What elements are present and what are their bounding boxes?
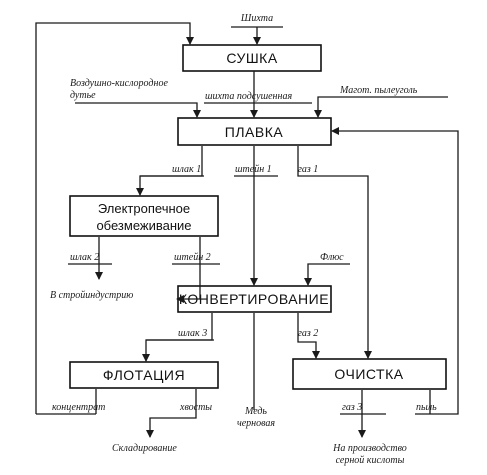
label-air-blast-2: дутье — [70, 90, 96, 101]
arrow-gas-1 — [297, 146, 372, 359]
arrow-flux — [304, 263, 350, 286]
node-electro-label-1: Электропечное — [98, 201, 190, 216]
node-drying: СУШКА — [182, 44, 322, 72]
label-prepared-charge: шихта подсушенная — [205, 91, 292, 102]
node-electro-label-2: обезмеживание — [96, 218, 191, 233]
node-flotation-label: ФЛОТАЦИЯ — [103, 367, 185, 383]
node-cleaning: ОЧИСТКА — [292, 358, 447, 390]
label-matte-2: штейн 2 — [174, 252, 211, 263]
node-electro: Электропечное обезмеживание — [69, 195, 219, 237]
label-air-blast-1: Воздушно-кислородное — [70, 78, 168, 89]
arrow-tailings — [146, 389, 197, 438]
arrow-air-blast — [75, 102, 201, 118]
node-cleaning-label: ОЧИСТКА — [334, 366, 403, 382]
label-sulfuric-2: серной кислоты — [336, 455, 405, 466]
label-tailings: хвосты — [179, 402, 212, 413]
label-blister-copper-1: Медь — [244, 406, 267, 417]
label-gas-3: газ 3 — [342, 402, 362, 413]
label-storage: Складирование — [112, 443, 177, 454]
arrow-concentrate-return — [35, 22, 194, 414]
arrow-flux-dust — [314, 96, 448, 118]
arrow-gas-2 — [297, 313, 320, 359]
label-concentrate: концентрат — [52, 402, 105, 413]
arrow-matte-2 — [176, 237, 201, 303]
node-converting: КОНВЕРТИРОВАНИЕ — [177, 285, 332, 313]
node-converting-label: КОНВЕРТИРОВАНИЕ — [179, 291, 329, 307]
label-flux-dust: Магот. пылеуголь — [339, 85, 418, 96]
node-smelting-label: ПЛАВКА — [225, 124, 284, 140]
node-drying-label: СУШКА — [226, 50, 278, 66]
label-blister-copper-2: черновая — [237, 418, 275, 429]
label-charge: Шихта — [240, 13, 273, 24]
label-matte-1: штейн 1 — [235, 164, 272, 175]
label-gas-2: газ 2 — [298, 328, 318, 339]
label-flux: Флюс — [320, 252, 344, 263]
label-slag-2: шлак 2 — [70, 252, 99, 263]
label-slag-1: шлак 1 — [172, 164, 201, 175]
label-sulfuric-1: На производство — [332, 443, 407, 454]
label-dust: пыль — [416, 402, 437, 413]
node-flotation: ФЛОТАЦИЯ — [69, 361, 219, 389]
label-gas-1: газ 1 — [298, 164, 318, 175]
node-smelting: ПЛАВКА — [177, 117, 332, 146]
label-slag-3: шлак 3 — [178, 328, 207, 339]
label-to-construction: В стройиндустрию — [50, 290, 133, 301]
arrow-dust-return — [331, 127, 459, 415]
